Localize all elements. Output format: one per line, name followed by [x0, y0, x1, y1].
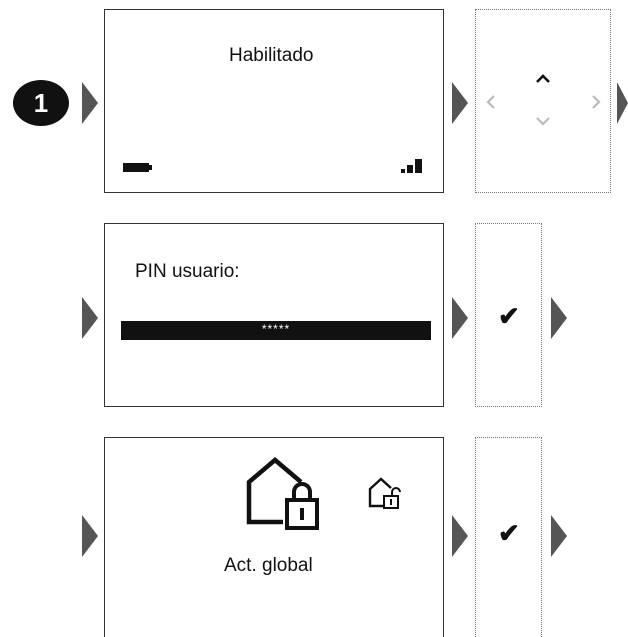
flow-arrow-row3-right	[551, 515, 567, 557]
flow-arrow-row2-left	[82, 297, 98, 339]
flow-arrow-row2-right	[551, 297, 567, 339]
house-unlocked-icon	[368, 477, 401, 509]
navigation-keypad	[475, 9, 611, 193]
chevron-right-icon[interactable]	[589, 93, 603, 111]
flow-arrow-row1-middle	[452, 82, 468, 124]
checkmark-icon[interactable]: ✔	[498, 518, 520, 548]
display-screen-pin: PIN usuario: *****	[104, 223, 444, 407]
display-screen-status: Habilitado	[104, 9, 444, 193]
flow-arrow-row1-right	[617, 82, 628, 124]
signal-strength-icon	[401, 159, 422, 173]
action-label: Act. global	[224, 555, 313, 576]
flow-arrow-row3-left	[82, 515, 98, 557]
flow-arrow-row1-left	[82, 82, 98, 124]
chevron-down-icon[interactable]	[534, 114, 552, 128]
battery-icon	[123, 163, 152, 172]
step-number-badge: 1	[13, 80, 69, 126]
confirm-keypad-row2: ✔	[475, 223, 542, 407]
checkmark-icon[interactable]: ✔	[498, 301, 520, 331]
chevron-left-icon[interactable]	[484, 93, 498, 111]
house-locked-icon	[246, 457, 319, 530]
chevron-up-icon[interactable]	[534, 72, 552, 86]
display-screen-arming: Act. global	[104, 437, 444, 637]
pin-prompt: PIN usuario:	[135, 261, 240, 282]
confirm-keypad-row3: ✔	[475, 437, 542, 637]
pin-input-field[interactable]: *****	[121, 321, 431, 340]
flow-arrow-row3-middle	[452, 515, 468, 557]
flow-arrow-row2-middle	[452, 297, 468, 339]
status-text: Habilitado	[229, 45, 314, 66]
